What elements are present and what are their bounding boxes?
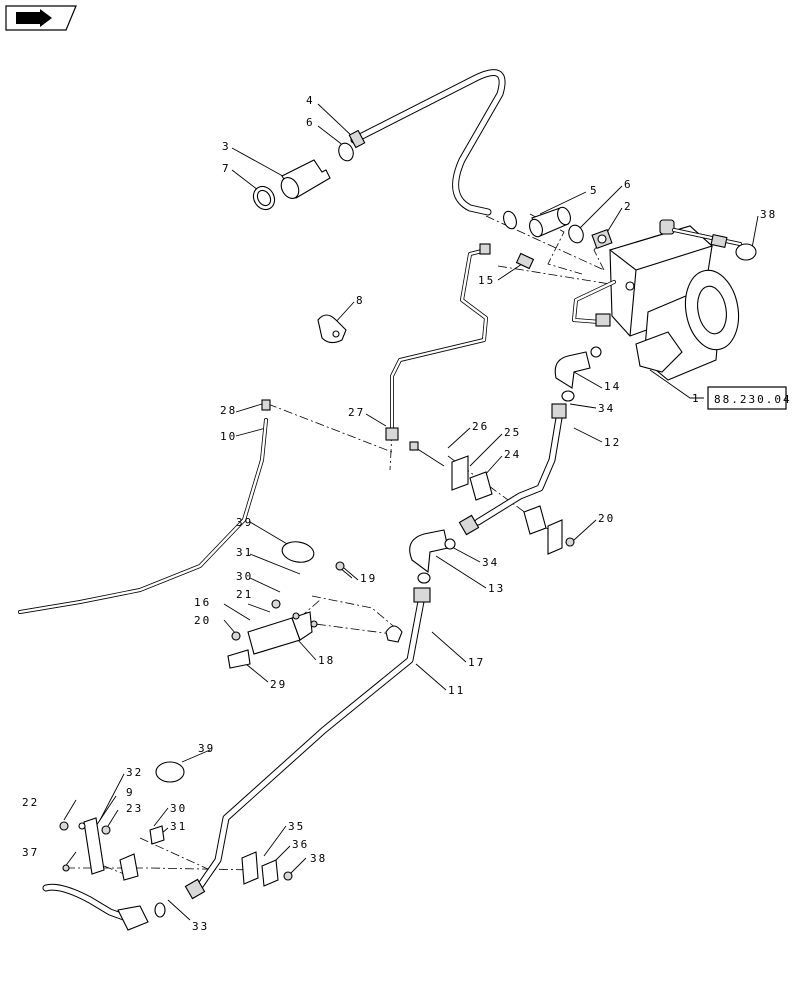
reference-code: 88.230.04 <box>714 393 792 406</box>
callout-17: 17 <box>468 656 485 669</box>
callout-39-b: 39 <box>198 742 215 755</box>
clip-8 <box>317 314 347 344</box>
strap-39 <box>281 541 315 563</box>
fitting-2 <box>591 228 613 250</box>
tube-12 <box>458 403 567 536</box>
callout-13: 13 <box>488 582 505 595</box>
callout-31: 31 <box>236 546 253 559</box>
hose-3 <box>280 159 331 199</box>
callout-30: 30 <box>236 570 253 583</box>
callout-20: 20 <box>598 512 615 525</box>
bracket-25-b <box>547 519 563 555</box>
callout-27: 27 <box>348 406 365 419</box>
strap-39-b <box>155 761 185 783</box>
callout-34-b: 34 <box>482 556 499 569</box>
callout-16: 16 <box>194 596 211 609</box>
bolt-26 <box>409 441 445 467</box>
callout-30-b: 30 <box>170 802 187 815</box>
clamp-6-b <box>568 224 584 244</box>
callout-28: 28 <box>220 404 237 417</box>
callout-39: 39 <box>236 516 253 529</box>
fitting-15 <box>515 252 535 270</box>
callout-38-b: 38 <box>310 852 327 865</box>
callout-4: 4 <box>306 94 315 107</box>
callout-9: 9 <box>126 786 135 799</box>
nut-38 <box>283 871 293 881</box>
callout-labels: 4 6 3 7 5 6 2 38 15 8 14 1 34 28 10 27 1… <box>22 94 777 933</box>
callout-10: 10 <box>220 430 237 443</box>
callout-15: 15 <box>478 274 495 287</box>
callout-35: 35 <box>288 820 305 833</box>
clamp-6 <box>338 142 354 162</box>
callout-3: 3 <box>222 140 231 153</box>
callout-33: 33 <box>192 920 209 933</box>
clamp-24 <box>469 471 493 501</box>
callout-36: 36 <box>292 838 309 851</box>
callout-1: 1 <box>692 392 701 405</box>
tube-4 <box>348 69 506 216</box>
clamp-7 <box>252 185 276 211</box>
tube-11 <box>184 587 431 900</box>
callout-2: 2 <box>624 200 633 213</box>
nut-20 <box>565 537 575 547</box>
elbow-14 <box>554 346 602 389</box>
hose-5 <box>503 206 571 238</box>
o-ring-34-b <box>417 572 431 584</box>
callout-7: 7 <box>222 162 231 175</box>
clamp-17 <box>385 625 403 643</box>
o-ring-38 <box>735 243 757 261</box>
callout-37: 37 <box>22 846 39 859</box>
tube-27 <box>385 243 491 441</box>
bolt-19 <box>335 561 353 579</box>
callout-23: 23 <box>126 802 143 815</box>
callout-6-b: 6 <box>624 178 633 191</box>
callout-8: 8 <box>356 294 365 307</box>
leader-lines <box>63 103 759 921</box>
callout-11: 11 <box>448 684 465 697</box>
hose-10 <box>18 399 271 614</box>
callout-14: 14 <box>604 380 621 393</box>
callout-21: 21 <box>236 588 253 601</box>
callout-29: 29 <box>270 678 287 691</box>
elbow-13 <box>409 529 456 574</box>
callout-31-b: 31 <box>170 820 187 833</box>
o-ring-34 <box>561 390 575 402</box>
bracket-36 <box>261 859 279 887</box>
reference-box[interactable]: 88.230.04 <box>707 386 792 410</box>
callout-20-b: 20 <box>194 614 211 627</box>
callout-38: 38 <box>760 208 777 221</box>
callout-12: 12 <box>604 436 621 449</box>
bracket-35 <box>241 851 259 885</box>
compressor-1 <box>608 219 742 381</box>
callout-5: 5 <box>590 184 599 197</box>
assembly-lines <box>66 213 611 879</box>
forward-arrow-icon[interactable] <box>5 5 77 31</box>
compressor-tube <box>572 280 616 327</box>
callout-34: 34 <box>598 402 615 415</box>
bracket-18 <box>227 599 318 669</box>
callout-26: 26 <box>472 420 489 433</box>
callout-25: 25 <box>504 426 521 439</box>
callout-18: 18 <box>318 654 335 667</box>
callout-32: 32 <box>126 766 143 779</box>
hose-33 <box>42 883 166 931</box>
clamp-24-b <box>523 505 547 535</box>
callout-19: 19 <box>360 572 377 585</box>
bracket-25 <box>451 455 469 491</box>
callout-6: 6 <box>306 116 315 129</box>
callout-22: 22 <box>22 796 39 809</box>
bracket-9 <box>59 817 165 881</box>
callout-24: 24 <box>504 448 521 461</box>
